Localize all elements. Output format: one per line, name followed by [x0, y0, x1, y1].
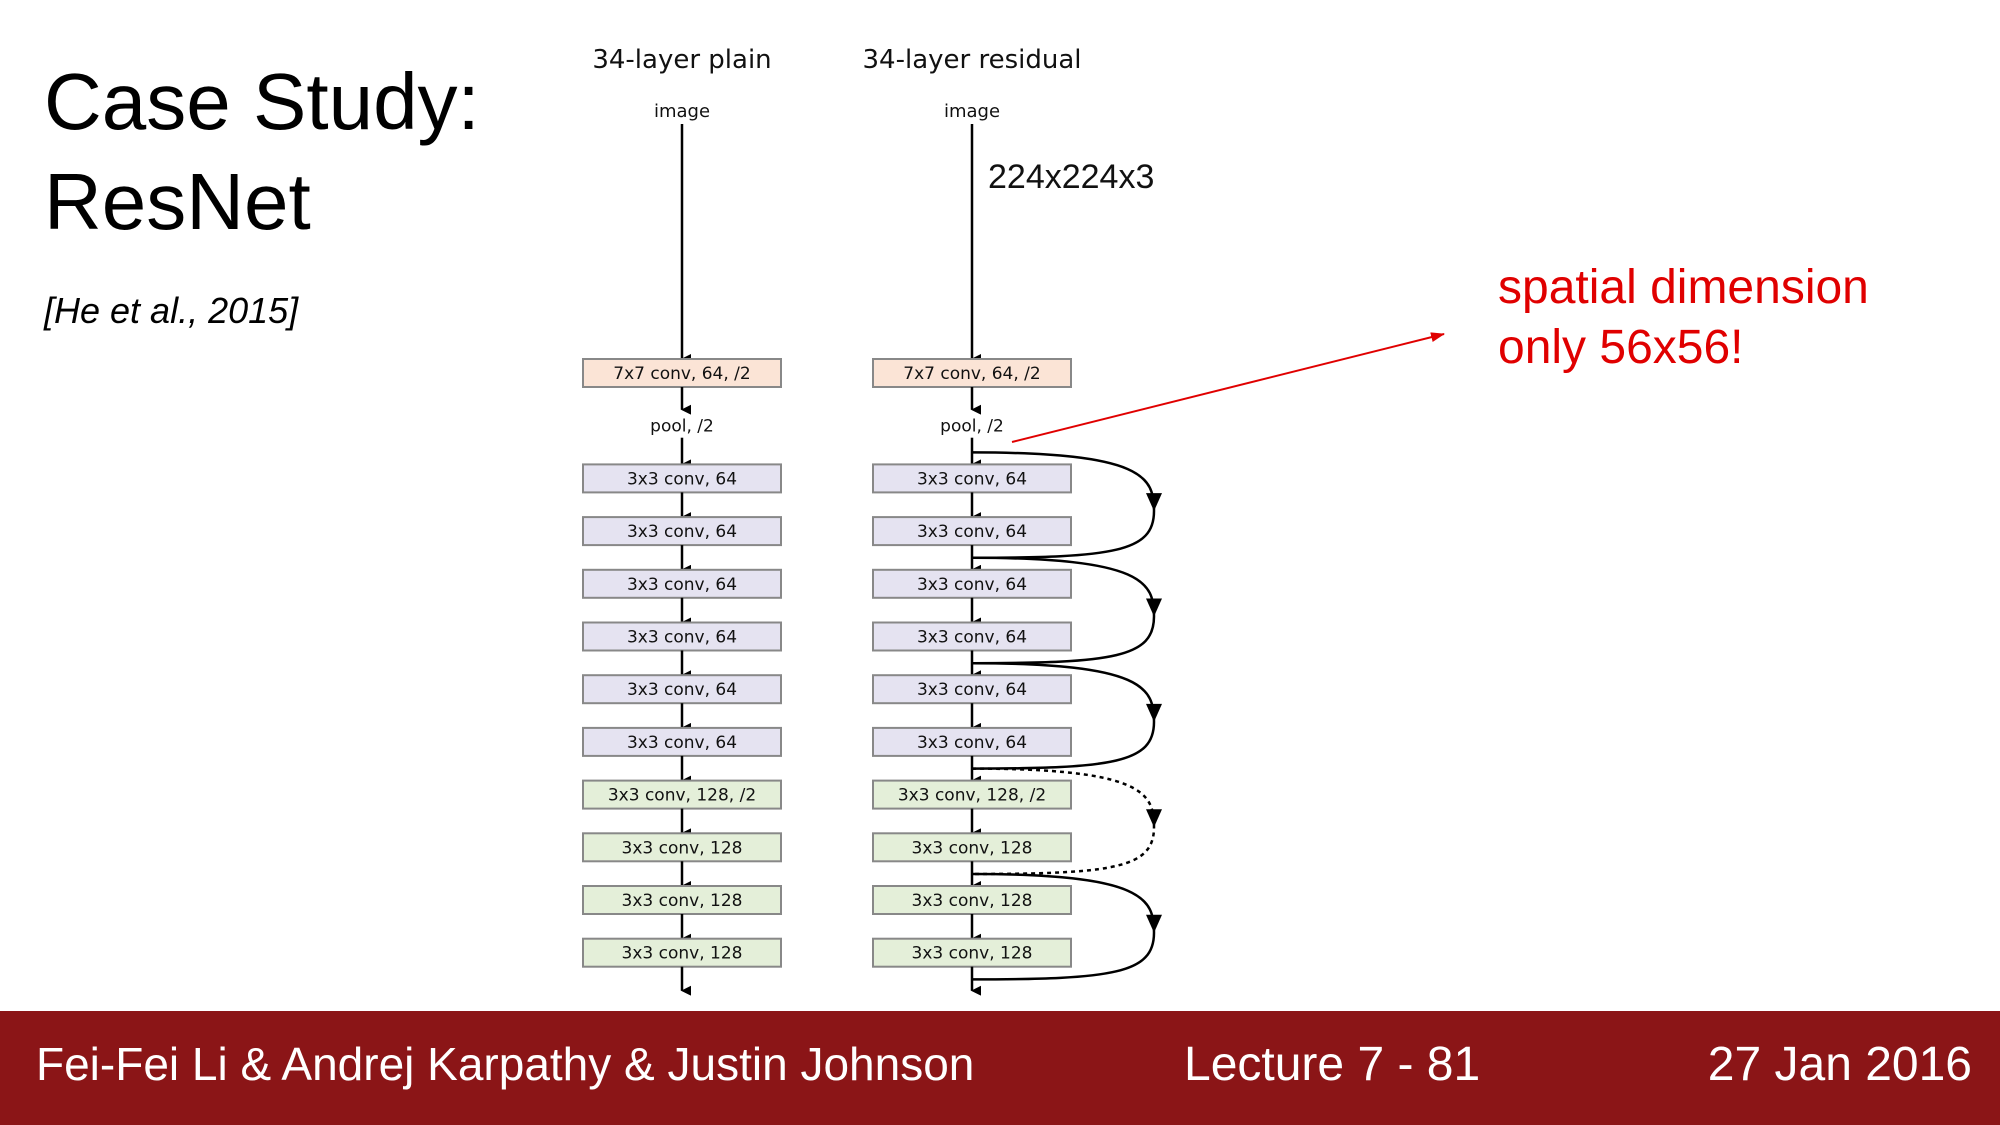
shortcut-connections — [971, 451, 1162, 981]
plain-layer-label: 3x3 conv, 64 — [627, 680, 737, 700]
footer-date: 27 Jan 2016 — [1707, 1038, 1972, 1091]
residual-layer-label: 3x3 conv, 64 — [917, 575, 1027, 595]
plain-layer-label: 3x3 conv, 64 — [627, 628, 737, 648]
plain-layer-box — [582, 726, 782, 757]
slide-title-line1: Case Study: — [44, 57, 480, 146]
shortcut-arrowhead — [1146, 598, 1162, 617]
plain-layer-box — [582, 674, 782, 705]
residual-layer-box — [872, 463, 1072, 494]
residual-layer-label: pool, /2 — [940, 417, 1004, 437]
residual-layer-label: 3x3 conv, 64 — [917, 469, 1027, 489]
residual-network-column: 34-layer residual image 7x7 conv, 64, /2 po… — [863, 45, 1154, 996]
annotation-arrow — [1011, 332, 1445, 443]
residual-layer-label: 3x3 conv, 128 — [912, 891, 1033, 911]
plain-layer-label: 3x3 conv, 128 — [622, 838, 743, 858]
residual-layer-box — [872, 516, 1072, 547]
residual-input-label: image — [944, 101, 1000, 122]
plain-input-label: image — [654, 101, 710, 122]
annotation-callout: spatial dimension only 56x56! — [1498, 258, 1869, 378]
residual-layer-label: 7x7 conv, 64, /2 — [903, 364, 1040, 384]
plain-layer-box — [582, 568, 782, 599]
residual-layer-label: 3x3 conv, 64 — [917, 680, 1027, 700]
shortcut-arrowhead — [1146, 914, 1162, 933]
plain-layer-label: 3x3 conv, 128 — [622, 944, 743, 964]
residual-layer-label: 3x3 conv, 64 — [917, 733, 1027, 753]
plain-layer-label: 3x3 conv, 64 — [627, 733, 737, 753]
plain-layer-label: 3x3 conv, 128 — [622, 891, 743, 911]
residual-layer-box — [872, 358, 1072, 388]
shortcut-arrowhead — [1146, 703, 1162, 722]
residual-layer-box — [872, 726, 1072, 757]
residual-layer-label: 3x3 conv, 64 — [917, 628, 1027, 648]
footer-authors: Fei-Fei Li & Andrej Karpathy & Justin Jo… — [36, 1038, 975, 1090]
residual-layer-label: 3x3 conv, 128, /2 — [898, 786, 1046, 806]
plain-layer-box — [582, 621, 782, 652]
residual-layer-box — [872, 832, 1072, 863]
plain-layer-box — [582, 885, 782, 915]
plain-layer-label: 3x3 conv, 128, /2 — [608, 786, 756, 806]
annotation-line1: spatial dimension — [1498, 261, 1869, 314]
residual-column-title: 34-layer residual — [863, 45, 1082, 75]
slide-title: Case Study: ResNet — [44, 52, 480, 252]
shortcut-arrowhead — [1146, 809, 1162, 828]
residual-layer-label: 3x3 conv, 128 — [912, 838, 1033, 858]
residual-layer-box — [872, 937, 1072, 968]
residual-input-size-label: 224x224x3 — [988, 158, 1154, 196]
residual-layer-box — [872, 885, 1072, 915]
citation: [He et al., 2015] — [44, 290, 299, 331]
residual-layer-label: 3x3 conv, 64 — [917, 522, 1027, 542]
plain-column-title: 34-layer plain — [592, 45, 771, 75]
footer-lecture-number: Lecture 7 - 81 — [1184, 1038, 1481, 1091]
resnet-architecture-diagram: 34-layer plain image 7x7 conv, 64, /2 pool,… — [582, 45, 1445, 996]
shortcut-arrowhead — [1146, 493, 1162, 512]
plain-layer-label: 3x3 conv, 64 — [627, 469, 737, 489]
plain-network-column: 34-layer plain image 7x7 conv, 64, /2 pool,… — [582, 45, 782, 996]
plain-layer-label: 3x3 conv, 64 — [627, 575, 737, 595]
footer-bar: Fei-Fei Li & Andrej Karpathy & Justin Jo… — [0, 1011, 2000, 1125]
annotation-line2: only 56x56! — [1498, 321, 1744, 374]
plain-layer-box — [582, 516, 782, 547]
plain-layer-box — [582, 779, 782, 810]
plain-layer-label: pool, /2 — [650, 417, 714, 437]
slide-title-line2: ResNet — [44, 157, 311, 246]
plain-layer-label: 3x3 conv, 64 — [627, 522, 737, 542]
plain-layer-label: 7x7 conv, 64, /2 — [613, 364, 750, 384]
plain-layer-box — [582, 463, 782, 494]
residual-layer-label: 3x3 conv, 128 — [912, 944, 1033, 964]
